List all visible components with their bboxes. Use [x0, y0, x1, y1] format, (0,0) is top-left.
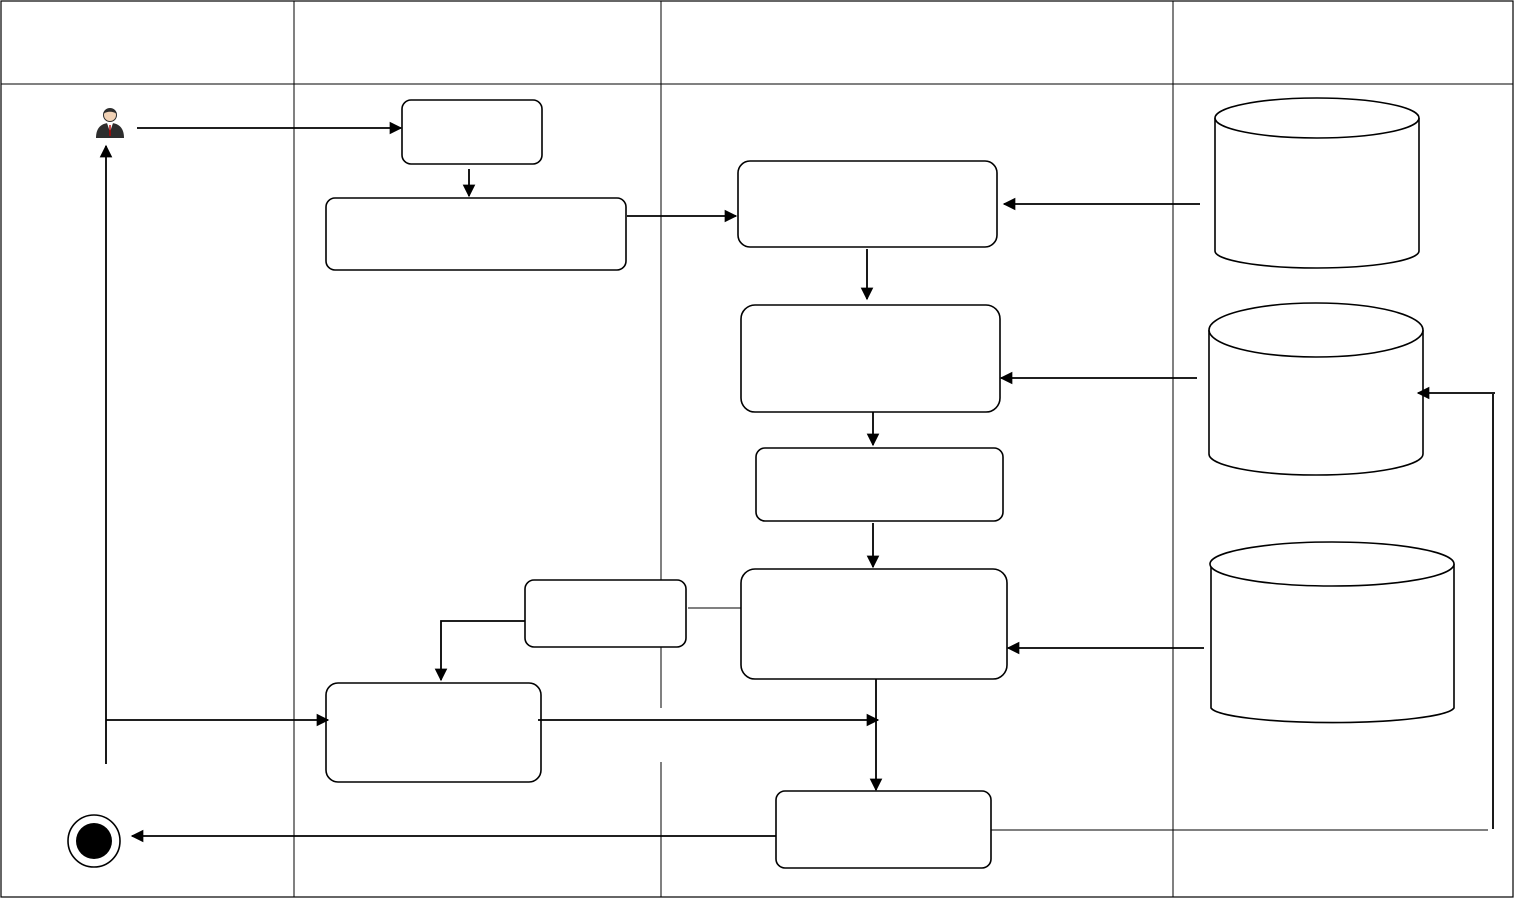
database-cylinder-1[interactable] — [1214, 97, 1420, 269]
database-cylinder-2[interactable] — [1208, 302, 1424, 476]
edge-step-7-to-step-8 — [434, 620, 525, 682]
process-node-8[interactable] — [325, 682, 542, 783]
process-node-3[interactable] — [737, 160, 998, 248]
process-node-1[interactable] — [401, 99, 543, 165]
connectors — [99, 121, 1495, 843]
process-node-7[interactable] — [524, 579, 687, 648]
process-node-6[interactable] — [740, 568, 1008, 680]
database-cylinder-3[interactable] — [1209, 541, 1455, 724]
process-node-9[interactable] — [775, 790, 992, 869]
process-node-4[interactable] — [740, 304, 1001, 413]
user-icon[interactable] — [96, 108, 124, 139]
final-node-icon — [67, 814, 121, 868]
process-node-2[interactable] — [325, 197, 627, 271]
process-node-5[interactable] — [755, 447, 1004, 522]
